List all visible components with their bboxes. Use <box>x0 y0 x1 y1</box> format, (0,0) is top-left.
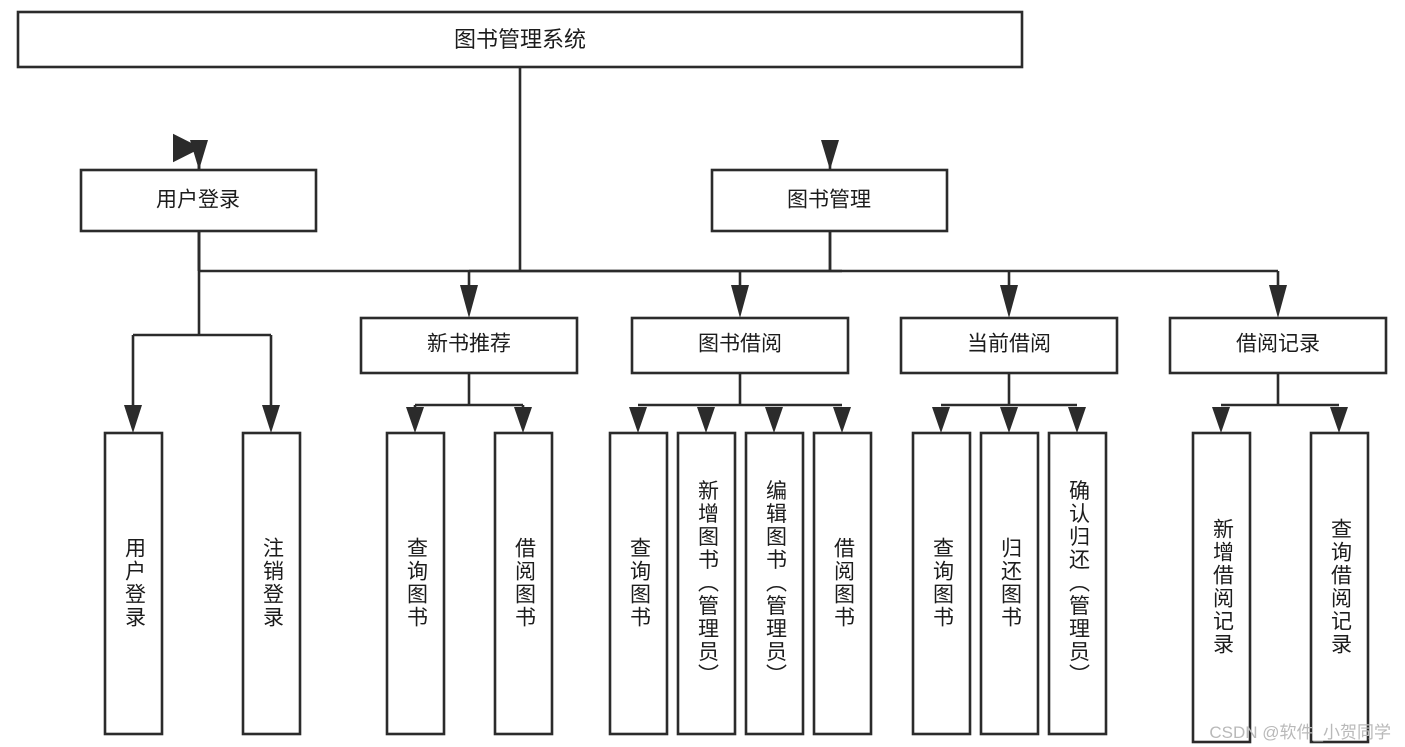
node-root-box[interactable] <box>16 10 1024 69</box>
edges-borrowbook-children <box>629 373 851 433</box>
leaf-borrow-book-4-box[interactable] <box>812 431 873 736</box>
arrowhead-user-login-leaf-1 <box>124 405 142 433</box>
leaf-current-borrow-3-box[interactable] <box>1047 431 1108 736</box>
arrowhead-user-login-leaf-2 <box>262 405 280 433</box>
node-borrow-record[interactable]: 借阅记录 <box>1168 316 1388 375</box>
node-book-manage[interactable]: 图书管理 <box>710 168 949 233</box>
leaf-user-login-2-box[interactable] <box>241 431 302 736</box>
leaf-borrow-book-4-label: 借阅图书 <box>831 537 855 629</box>
node-user-login-label: 用户登录 <box>156 189 240 212</box>
arrowhead-user-login <box>190 140 208 170</box>
leaf-current-borrow-3[interactable]: 确认归还（管理员） <box>1047 431 1108 736</box>
leaf-current-borrow-3-label: 确认归还（管理员） <box>1066 480 1090 687</box>
arrowhead-borrowrecord-leaf-1 <box>1212 407 1230 433</box>
node-borrow-record-box[interactable] <box>1168 316 1388 375</box>
arrowhead-currentborrow-leaf-3 <box>1068 407 1086 433</box>
leaf-new-book-2[interactable]: 借阅图书 <box>493 431 554 736</box>
node-borrow-book[interactable]: 图书借阅 <box>630 316 850 375</box>
node-new-book-label: 新书推荐 <box>427 333 511 356</box>
leaf-borrow-record-1[interactable]: 新增借阅记录 <box>1191 431 1252 744</box>
arrowhead-borrowbook-leaf-2 <box>697 407 715 433</box>
leaf-borrow-book-3[interactable]: 编辑图书（管理员） <box>744 431 805 736</box>
arrowhead-borrowbook-leaf-1 <box>629 407 647 433</box>
leaf-current-borrow-1-label: 查询图书 <box>930 537 954 629</box>
node-book-manage-box[interactable] <box>710 168 949 233</box>
leaf-user-login-1-label: 用户登录 <box>122 537 146 629</box>
edges-userlogin-children <box>124 231 280 433</box>
arrowhead-current-borrow <box>1000 285 1018 318</box>
leaf-borrow-book-3-label: 编辑图书（管理员） <box>763 480 787 687</box>
node-new-book-box[interactable] <box>359 316 579 375</box>
edges-newbook-children <box>406 373 532 433</box>
node-current-borrow[interactable]: 当前借阅 <box>899 316 1119 375</box>
node-new-book[interactable]: 新书推荐 <box>359 316 579 375</box>
node-borrow-book-box[interactable] <box>630 316 850 375</box>
leaf-user-login-2-label: 注销登录 <box>260 537 284 629</box>
node-borrow-record-label: 借阅记录 <box>1236 333 1320 356</box>
leaf-borrow-book-1-label: 查询图书 <box>627 537 651 629</box>
leaf-current-borrow-1-box[interactable] <box>911 431 972 736</box>
watermark: CSDN @软件_小贺同学 <box>1209 723 1391 742</box>
leaf-current-borrow-2-label: 归还图书 <box>998 537 1022 629</box>
arrowhead-newbook-leaf-1 <box>406 407 424 433</box>
leaf-borrow-book-2-box[interactable] <box>676 431 737 736</box>
leaf-current-borrow-1[interactable]: 查询图书 <box>911 431 972 736</box>
leaf-borrow-record-1-box[interactable] <box>1191 431 1252 744</box>
node-root[interactable]: 图书管理系统 <box>16 10 1024 69</box>
leaf-borrow-record-2-box[interactable] <box>1309 431 1370 744</box>
node-borrow-book-label: 图书借阅 <box>698 333 782 356</box>
arrowhead-book-manage <box>821 140 839 170</box>
node-root-label: 图书管理系统 <box>454 27 586 52</box>
leaf-new-book-1-box[interactable] <box>385 431 446 736</box>
leaf-new-book-2-box[interactable] <box>493 431 554 736</box>
edges-borrowrecord-children <box>1212 373 1348 433</box>
leaf-new-book-1[interactable]: 查询图书 <box>385 431 446 736</box>
arrowhead-newbook-leaf-2 <box>514 407 532 433</box>
leaf-borrow-book-1-box[interactable] <box>608 431 669 736</box>
arrowhead-borrowbook-leaf-4 <box>833 407 851 433</box>
arrowhead-currentborrow-leaf-2 <box>1000 407 1018 433</box>
edges-bookmanage-children <box>460 231 1287 318</box>
arrowhead-borrowbook-leaf-3 <box>765 407 783 433</box>
node-current-borrow-label: 当前借阅 <box>967 333 1051 356</box>
arrowhead-borrow-book <box>731 285 749 318</box>
leaf-user-login-1[interactable]: 用户登录 <box>103 431 164 736</box>
leaf-borrow-record-2-label: 查询借阅记录 <box>1328 518 1352 656</box>
leaf-borrow-book-3-box[interactable] <box>744 431 805 736</box>
leaf-user-login-2[interactable]: 注销登录 <box>241 431 302 736</box>
node-user-login[interactable]: 用户登录 <box>79 168 318 233</box>
leaf-new-book-2-label: 借阅图书 <box>512 537 536 629</box>
arrowhead-borrow-record <box>1269 285 1287 318</box>
leaf-borrow-record-2[interactable]: 查询借阅记录 <box>1309 431 1370 744</box>
leaf-borrow-book-1[interactable]: 查询图书 <box>608 431 669 736</box>
node-current-borrow-box[interactable] <box>899 316 1119 375</box>
node-book-manage-label: 图书管理 <box>787 189 871 212</box>
leaf-user-login-1-box[interactable] <box>103 431 164 736</box>
arrowhead-new-book <box>460 285 478 318</box>
leaf-borrow-record-1-label: 新增借阅记录 <box>1210 518 1234 656</box>
leaf-borrow-book-2[interactable]: 新增图书（管理员） <box>676 431 737 736</box>
leaf-current-borrow-2-box[interactable] <box>979 431 1040 736</box>
arrowhead-borrowrecord-leaf-2 <box>1330 407 1348 433</box>
leaf-borrow-book-2-label: 新增图书（管理员） <box>695 480 719 687</box>
leaf-borrow-book-4[interactable]: 借阅图书 <box>812 431 873 736</box>
edges-currentborrow-children <box>932 373 1086 433</box>
node-user-login-box[interactable] <box>79 168 318 233</box>
arrowhead-currentborrow-leaf-1 <box>932 407 950 433</box>
leaf-new-book-1-label: 查询图书 <box>404 537 428 629</box>
leaf-current-borrow-2[interactable]: 归还图书 <box>979 431 1040 736</box>
